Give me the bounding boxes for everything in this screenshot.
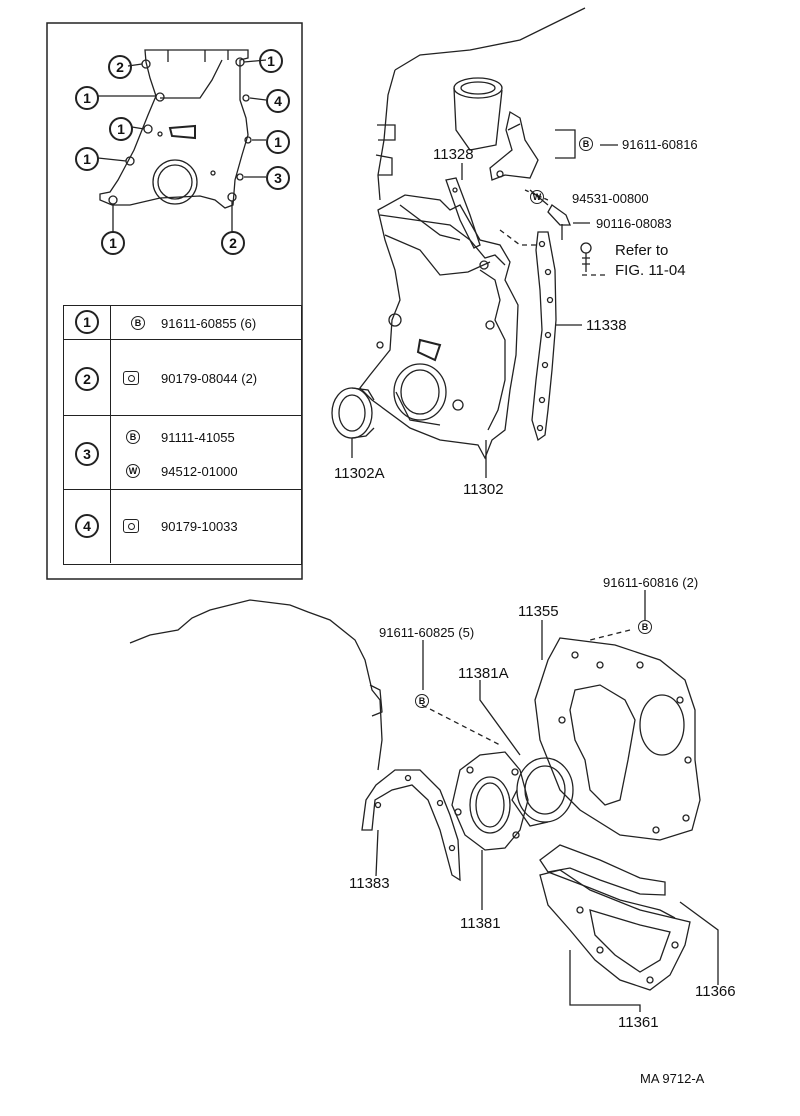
part-label: 11328 [433,146,474,163]
table-row: 2 90179-08044 (2) [64,340,301,416]
part-label: 11383 [349,875,390,892]
part-label: 90116-08083 [596,216,672,231]
callout-3: 3 [266,166,290,190]
table-row: 1 B 91611-60855 (6) [64,306,301,340]
part-label: 91611-60816 (2) [603,575,699,590]
table-row: 4 90179-10033 [64,490,301,563]
part-label: 91611-60816 [622,137,698,152]
part-label: 11381A [458,665,509,682]
refer-fig-label: FIG. 11-04 [615,262,686,279]
bolt-b-icon: B [415,694,429,708]
washer-w-icon: W [530,190,544,204]
bolt-b-icon: B [126,430,140,444]
callout-4: 4 [266,89,290,113]
inset-gasket-outline [97,49,267,232]
washer-w-icon: W [126,464,140,478]
part-number: 90179-10033 [161,519,238,534]
callout-2: 2 [108,55,132,79]
row-number: 1 [75,310,99,334]
row-number: 4 [75,514,99,538]
refer-label: Refer to [615,242,669,259]
part-label: 11381 [460,915,501,932]
table-row: 3 B 91111-41055 W 94512-01000 [64,416,301,490]
nut-icon [123,371,139,385]
part-label: 11355 [518,603,559,620]
part-label: 94531-00800 [572,191,649,206]
fastener-table: 1 B 91611-60855 (6) 2 90179-08044 (2) 3 … [63,305,302,565]
callout-1: 1 [259,49,283,73]
bolt-b-icon: B [638,620,652,634]
part-number: 94512-01000 [161,464,238,479]
part-label: 11361 [618,1014,659,1031]
part-label: 11338 [586,317,627,334]
figure-code: MA 9712-A [640,1071,705,1086]
row-number: 3 [75,442,99,466]
callout-2: 2 [221,231,245,255]
callout-1: 1 [75,86,99,110]
timing-cover-drawing [331,7,618,478]
part-number: 91611-60855 (6) [161,316,257,331]
inset-frame [46,22,303,580]
part-label: 11302A [334,465,385,482]
callout-1: 1 [75,147,99,171]
bolt-b-icon: B [579,137,593,151]
callout-1: 1 [101,231,125,255]
part-number: 90179-08044 (2) [161,371,258,386]
callout-1: 1 [266,130,290,154]
nut-icon [123,519,139,533]
part-label: 11302 [463,481,504,498]
callout-1: 1 [109,117,133,141]
row-number: 2 [75,367,99,391]
part-label: 91611-60825 (5) [379,625,475,640]
part-number: 91111-41055 [161,430,235,445]
part-label: 11366 [695,983,736,1000]
rear-plate-drawing [129,590,719,1012]
bolt-b-icon: B [131,316,145,330]
